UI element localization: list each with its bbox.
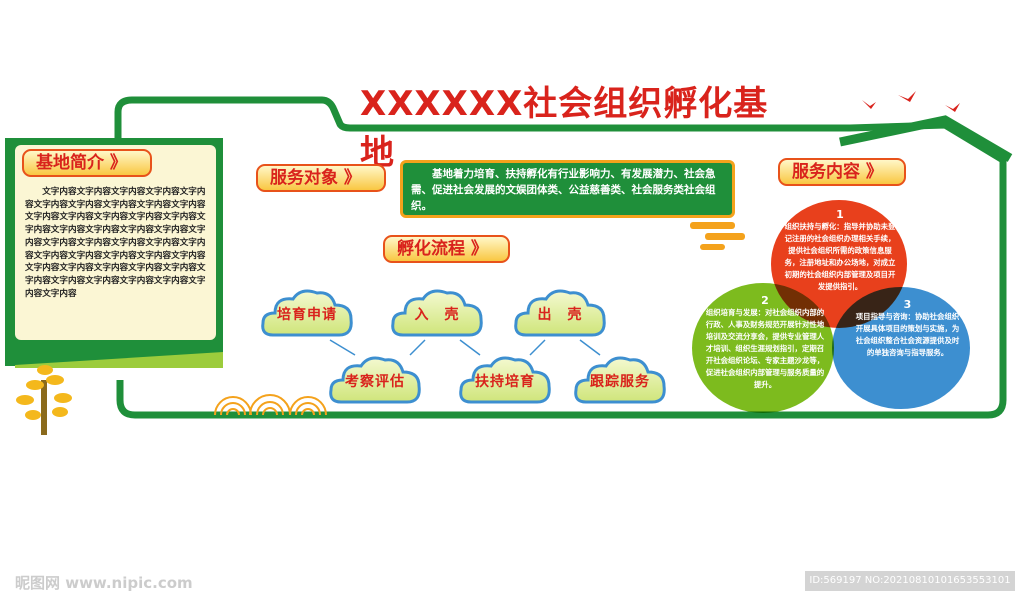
- process-step-label: 考察评估: [345, 374, 405, 390]
- sun-rays-icon: [214, 394, 327, 416]
- intro-text: 文字内容文字内容文字内容文字内容文字内容文字内容文字内容文字内容文字内容文字内容…: [25, 187, 206, 299]
- process-step-1: 培育申请: [259, 285, 355, 341]
- process-step-label: 入 壳: [414, 307, 460, 323]
- cloud-icon: [329, 356, 421, 404]
- process-step-3: 入 壳: [389, 285, 485, 341]
- process-step-label: 跟踪服务: [590, 374, 650, 390]
- intro-heading: 基地简介 》: [22, 149, 152, 177]
- cloud-icon: [261, 289, 353, 337]
- intro-panel-inner: [15, 145, 216, 340]
- service-item-1-num: 1: [836, 208, 844, 221]
- service-item-2-text: 组织培育与发展：对社会组织内部的行政、人事及财务规范开展针对性地培训及交流分享会…: [705, 308, 825, 389]
- process-step-5: 出 壳: [512, 285, 608, 341]
- cloud-icon: [514, 289, 606, 337]
- process-heading: 孵化流程 》: [383, 235, 510, 263]
- service-content-heading: 服务内容 》: [778, 158, 906, 186]
- tree-icon: [15, 352, 223, 435]
- cloud-icon: [391, 289, 483, 337]
- process-step-2: 考察评估: [327, 352, 423, 408]
- service-target-text: 基地着力培育、扶持孵化有行业影响力、有发展潜力、社会急需、促进社会发展的文娱团体…: [400, 160, 735, 218]
- watermark-id: ID:569197 NO:20210810101653553101: [805, 571, 1015, 591]
- watermark-logo: 昵图网 www.nipic.com: [15, 574, 193, 592]
- service-item-1-text: 组织扶持与孵化：指导并协助未登记注册的社会组织办理相关手续，提供社会组织所需的政…: [784, 222, 896, 291]
- service-circle-3: [832, 287, 970, 409]
- connector-lines: [329, 339, 601, 356]
- service-item-3-text: 项目指导与咨询：协助社会组织开展具体项目的策划与实施，为社会组织整合社会资源提供…: [855, 312, 960, 357]
- service-item-3-num: 3: [903, 298, 912, 311]
- service-circle-2: [692, 283, 834, 413]
- cloud-icon: [459, 356, 551, 404]
- page-title: XXXXXX社会组织孵化基地: [360, 84, 769, 173]
- process-step-4: 扶持培育: [457, 352, 553, 408]
- process-step-label: 扶持培育: [475, 374, 535, 390]
- process-step-label: 出 壳: [537, 307, 583, 323]
- birds-icon: [862, 91, 960, 112]
- service-target-heading: 服务对象 》: [256, 164, 386, 192]
- cloud-icon: [574, 356, 666, 404]
- process-step-label: 培育申请: [277, 307, 337, 323]
- cloud-decoration-icon: [690, 222, 745, 250]
- process-step-6: 跟踪服务: [572, 352, 668, 408]
- service-item-2-num: 2: [761, 294, 769, 307]
